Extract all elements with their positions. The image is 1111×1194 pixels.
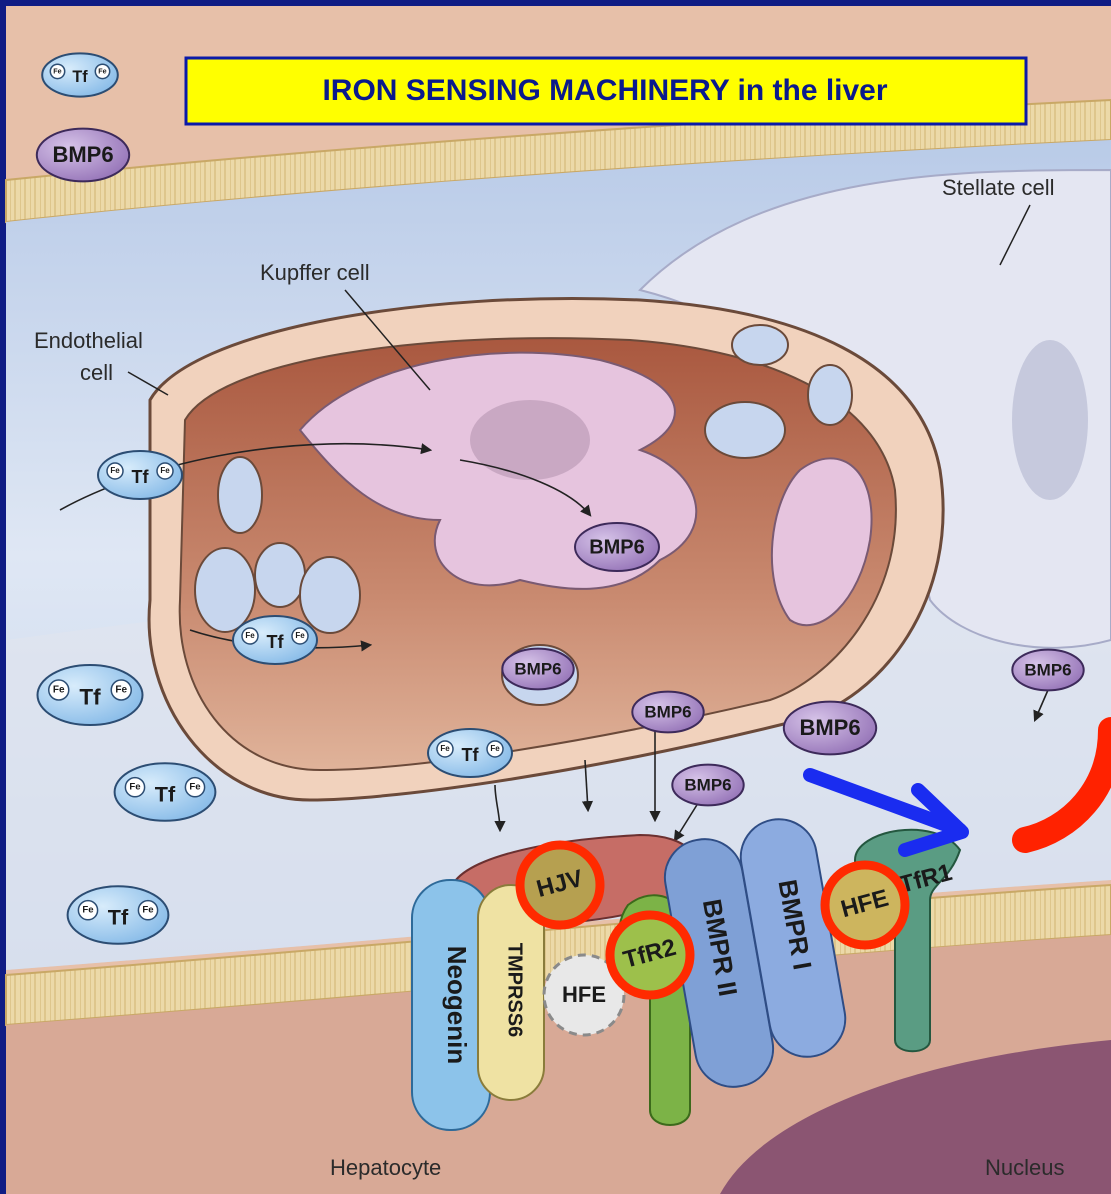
bmp6-molecule: BMP6 — [632, 692, 703, 733]
fenestra — [195, 548, 255, 632]
iron-atom-label: Fe — [440, 744, 450, 753]
stellate-nucleus — [1012, 340, 1088, 500]
transferrin-molecule: Fe Fe Tf — [38, 665, 143, 725]
bmp6-molecule: BMP6 — [37, 129, 129, 182]
bmp6-molecule: BMP6 — [575, 523, 659, 571]
iron-atom-label: Fe — [98, 66, 106, 75]
transferrin-molecule: Fe Fe Tf — [42, 53, 118, 96]
bmp6-molecule: BMP6 — [502, 649, 573, 690]
fenestra — [218, 457, 262, 533]
bmp6-label: BMP6 — [514, 659, 561, 678]
kupffer-cell-label: Kupffer cell — [260, 260, 370, 285]
fenestra — [808, 365, 852, 425]
iron-atom-label: Fe — [160, 466, 170, 475]
iron-atom-label: Fe — [490, 744, 500, 753]
iron-atom-label: Fe — [115, 685, 127, 696]
stellate-cell-label: Stellate cell — [942, 175, 1055, 200]
hfe-highlight: HFE — [825, 865, 905, 945]
bmp6-label: BMP6 — [644, 702, 691, 721]
endothelial-label-line2: cell — [80, 360, 113, 385]
transferrin-molecule: Fe Fe Tf — [115, 763, 216, 821]
transferrin-molecule: Fe Fe Tf — [233, 616, 317, 664]
iron-atom-label: Fe — [295, 631, 305, 640]
transferrin-label: Tf — [267, 632, 285, 652]
iron-atom-label: Fe — [53, 66, 61, 75]
bmp6-molecule: BMP6 — [784, 702, 876, 755]
transferrin-molecule: Fe Fe Tf — [428, 729, 512, 777]
transferrin-label: Tf — [132, 467, 150, 487]
bmp6-molecule: BMP6 — [672, 765, 743, 806]
bmp6-label: BMP6 — [589, 536, 645, 558]
bmp6-label: BMP6 — [799, 715, 860, 740]
neogenin-label: Neogenin — [442, 946, 472, 1064]
transferrin-label: Tf — [462, 745, 480, 765]
bmp6-molecule: BMP6 — [1012, 650, 1083, 691]
fenestra — [705, 402, 785, 458]
transferrin-label: Tf — [108, 904, 129, 929]
kupffer-nucleus — [470, 400, 590, 480]
hfe-dashed-label: HFE — [562, 982, 606, 1007]
hjv-highlight: HJV — [520, 845, 600, 925]
fenestra — [300, 557, 360, 633]
bmp6-label: BMP6 — [684, 775, 731, 794]
bmp6-label: BMP6 — [52, 142, 113, 167]
endothelial-label-line1: Endothelial — [34, 328, 143, 353]
transferrin-label: Tf — [79, 685, 101, 710]
iron-atom-label: Fe — [53, 685, 65, 696]
iron-atom-label: Fe — [189, 782, 200, 793]
transferrin-label: Tf — [155, 781, 176, 806]
iron-atom-label: Fe — [82, 905, 93, 916]
iron-atom-label: Fe — [110, 466, 120, 475]
transferrin-label: Tf — [72, 68, 88, 86]
hepatocyte-label: Hepatocyte — [330, 1155, 441, 1180]
iron-atom-label: Fe — [142, 905, 153, 916]
transferrin-molecule: Fe Fe Tf — [68, 886, 169, 944]
tfr2-highlight: TfR2 — [610, 915, 690, 995]
iron-atom-label: Fe — [245, 631, 255, 640]
nucleus-label: Nucleus — [985, 1155, 1064, 1180]
title-text: IRON SENSING MACHINERY in the liver — [322, 74, 887, 107]
tmprss6-label: TMPRSS6 — [504, 943, 526, 1037]
fenestra — [732, 325, 788, 365]
iron-atom-label: Fe — [129, 782, 140, 793]
fenestra — [255, 543, 305, 607]
transferrin-molecule: Fe Fe Tf — [98, 451, 182, 499]
bmp6-label: BMP6 — [1024, 660, 1071, 679]
